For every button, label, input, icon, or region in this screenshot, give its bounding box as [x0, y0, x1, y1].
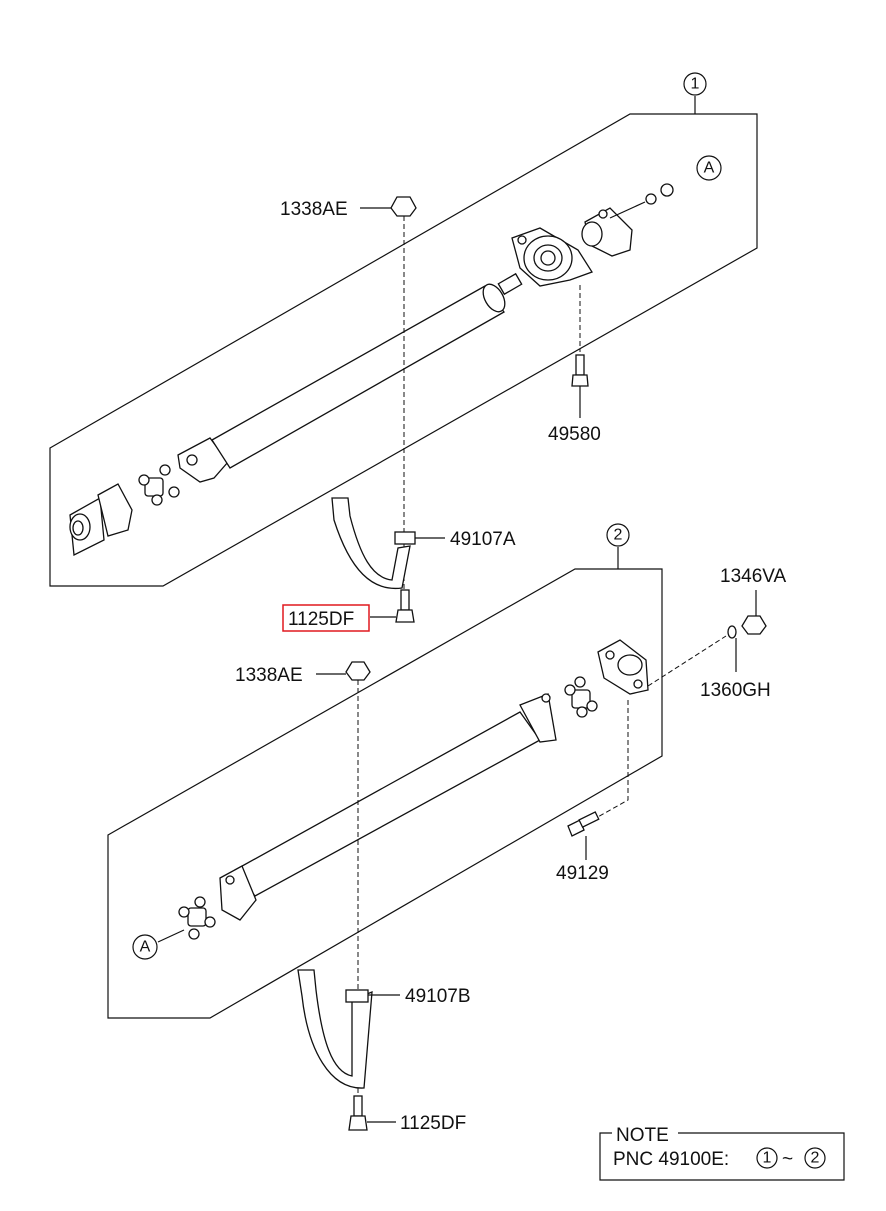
note-text: PNC 49100E:	[613, 1149, 729, 1170]
bolt-49580	[571, 354, 589, 387]
label-1125df-1: 1125DF	[288, 609, 354, 630]
label-1360gh: 1360GH	[700, 680, 771, 701]
assembly-2-callout	[606, 523, 630, 547]
note-tilde: ~	[782, 1149, 793, 1170]
note-range-to: 2	[811, 1150, 820, 1167]
front-shaft-tube	[211, 272, 523, 469]
note-range-from-circle	[756, 1147, 778, 1169]
note-range-from: 1	[763, 1150, 772, 1167]
note-range-to-circle	[804, 1147, 826, 1169]
label-1125df-2: 1125DF	[400, 1113, 466, 1134]
label-1338ae-2: 1338AE	[235, 665, 303, 686]
label-1338ae-1: 1338AE	[280, 199, 348, 220]
ref-a-2: A	[140, 939, 151, 956]
note-title: NOTE	[616, 1125, 669, 1146]
label-49129: 49129	[556, 863, 609, 884]
rear-shaft-tube	[219, 693, 557, 921]
universal-joint-rear	[564, 676, 598, 718]
bracket-49107a	[331, 497, 416, 590]
ref-a-1: A	[704, 160, 715, 177]
bolt-1125df-1	[395, 589, 415, 623]
label-49107b: 49107B	[405, 986, 471, 1007]
bolt-49129	[567, 811, 600, 837]
companion-flange	[581, 207, 633, 257]
universal-joint-2	[178, 896, 216, 940]
washer-1360gh	[727, 625, 737, 639]
assembly-2-number: 2	[614, 527, 623, 544]
label-1346va: 1346VA	[720, 566, 787, 587]
note-box: NOTE PNC 49100E: 1 ~ 2	[599, 1125, 845, 1181]
bolt-1125df-2	[348, 1095, 368, 1131]
label-49107a: 49107A	[450, 529, 516, 550]
front-slip-yoke	[69, 483, 133, 557]
nut-1338ae-2	[345, 661, 371, 681]
ref-a-callout-1	[696, 155, 722, 181]
center-bearing	[511, 227, 593, 287]
label-49580: 49580	[548, 424, 601, 445]
washer	[645, 193, 657, 205]
nut-1346va	[741, 615, 767, 635]
assembly-1: 1	[49, 72, 758, 632]
bracket-49107b	[297, 969, 373, 1089]
universal-joint-front	[138, 464, 180, 506]
assembly-2: 2	[107, 523, 787, 1134]
nut-1338ae-1	[390, 196, 417, 217]
nut	[660, 183, 674, 197]
assembly-1-callout	[683, 72, 707, 96]
rear-flange-yoke	[597, 639, 649, 695]
assembly-1-number: 1	[691, 76, 700, 93]
ref-a-callout-2	[132, 934, 158, 960]
highlight-box	[282, 604, 370, 632]
